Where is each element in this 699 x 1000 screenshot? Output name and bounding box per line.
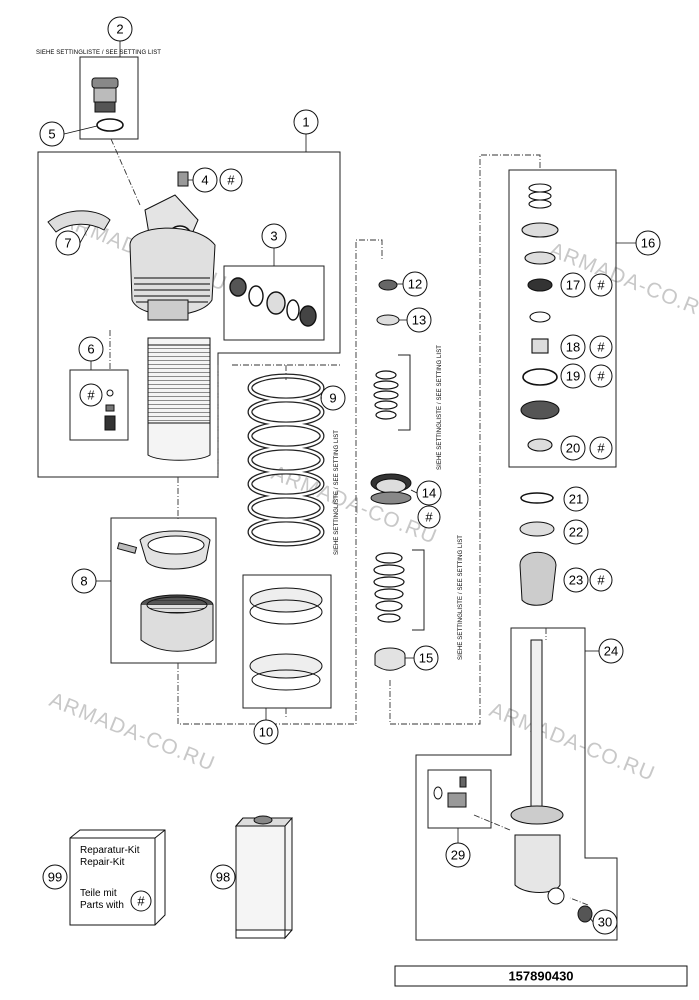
seal-set-part xyxy=(229,277,317,327)
callout-30: 30 xyxy=(598,915,612,930)
callout-13: 13 xyxy=(412,313,426,328)
callout-24: 24 xyxy=(604,644,618,659)
callout-22: 22 xyxy=(569,525,583,540)
setting-note-upper-shims: SIEHE SETTINGLISTE / SEE SETTING LIST xyxy=(437,345,443,470)
callout-2: 2 xyxy=(116,22,123,37)
setting-note-spring: SIEHE SETTINGLISTE / SEE SETTING LIST xyxy=(334,430,340,555)
hash-marker-23: # xyxy=(597,573,605,588)
callout-labels: 2 1 3 4 5 6 7 8 9 10 12 13 14 15 16 17 1… xyxy=(48,22,655,930)
reservoir-parts xyxy=(519,492,557,606)
reference-box xyxy=(394,965,688,987)
callout-6: 6 xyxy=(87,342,94,357)
repair-kit-label: Reparatur-Kit Repair-Kit Teile mit Parts… xyxy=(80,845,140,911)
hash-marker-18: # xyxy=(597,340,605,355)
nut-washer-part xyxy=(376,279,400,326)
leader-lines xyxy=(63,41,636,923)
callout-1: 1 xyxy=(302,115,309,130)
callout-8: 8 xyxy=(80,574,87,589)
piston-cap-part xyxy=(374,647,406,671)
preload-adjuster-part xyxy=(116,530,214,652)
repair-kit-line-2: Repair-Kit xyxy=(80,857,125,868)
callout-15: 15 xyxy=(419,651,433,666)
hash-marker-20: # xyxy=(597,441,605,456)
callout-29: 29 xyxy=(451,848,465,863)
hash-markers: # # # # # # # # # xyxy=(87,173,605,909)
piston-rod-part xyxy=(510,639,565,905)
callout-10: 10 xyxy=(259,725,273,740)
callout-9: 9 xyxy=(329,391,336,406)
compression-parts xyxy=(520,183,560,452)
oil-can-part xyxy=(234,815,294,940)
hash-marker-17: # xyxy=(597,278,605,293)
callout-98: 98 xyxy=(216,870,230,885)
callout-4: 4 xyxy=(201,173,208,188)
watermark-4: ARMADA-CO.RU xyxy=(46,688,218,775)
hash-marker-4: # xyxy=(227,173,235,188)
callout-16: 16 xyxy=(641,236,655,251)
reference-number: 157890430 xyxy=(508,969,573,984)
callout-23: 23 xyxy=(569,573,583,588)
callout-7: 7 xyxy=(64,236,71,251)
callout-21: 21 xyxy=(569,492,583,507)
repair-kit-line-4: Parts with xyxy=(80,900,124,911)
group-boxes xyxy=(37,56,618,941)
setting-note-top: SIEHE SETTINGLISTE / SEE SETTING LIST xyxy=(36,50,161,56)
callout-19: 19 xyxy=(566,369,580,384)
shim-stack-upper-part xyxy=(373,370,399,420)
callout-14: 14 xyxy=(422,486,436,501)
bushing-part xyxy=(577,905,593,923)
watermark-5: ARMADA-CO.RU xyxy=(486,698,658,785)
callout-3: 3 xyxy=(270,229,277,244)
hash-marker-6: # xyxy=(87,388,95,403)
hash-marker-19: # xyxy=(597,369,605,384)
callout-12: 12 xyxy=(408,277,422,292)
callout-circles xyxy=(39,16,661,935)
repair-kit-line-1: Reparatur-Kit xyxy=(80,845,140,856)
shim-stack-lower-part xyxy=(373,552,405,623)
callout-99: 99 xyxy=(48,870,62,885)
callout-5: 5 xyxy=(48,127,55,142)
spring-seat-part xyxy=(249,587,323,691)
piston-part xyxy=(370,473,412,505)
setting-note-lower-shims: SIEHE SETTINGLISTE / SEE SETTING LIST xyxy=(458,535,464,660)
damper-body-part xyxy=(47,171,216,461)
connection-lines xyxy=(109,138,589,906)
callout-20: 20 xyxy=(566,441,580,456)
callout-18: 18 xyxy=(566,340,580,355)
setting-notes: SIEHE SETTINGLISTE / SEE SETTING LIST SI… xyxy=(36,50,464,660)
hash-marker-shims: # xyxy=(425,510,433,525)
reservoir-valve-part xyxy=(91,77,124,132)
hash-marker-kit: # xyxy=(137,894,145,909)
callout-17: 17 xyxy=(566,278,580,293)
parts xyxy=(47,77,593,940)
rebound-valve-part xyxy=(433,776,467,808)
repair-kit-line-3: Teile mit xyxy=(80,888,117,899)
